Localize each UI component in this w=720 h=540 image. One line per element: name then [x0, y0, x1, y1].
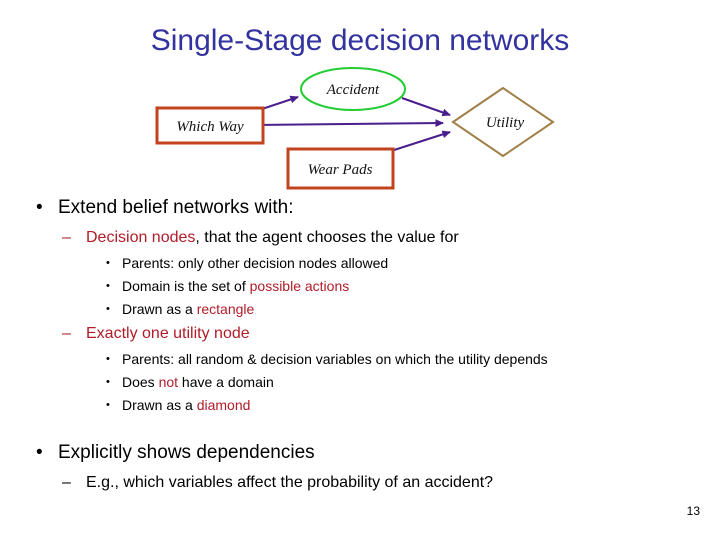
- bullet-utility-no-domain-pre: Does: [122, 374, 159, 390]
- bullet-decision-drawn-highlight: rectangle: [196, 301, 255, 317]
- bullet-decision-nodes: Decision nodes, that the agent chooses t…: [0, 226, 720, 249]
- bullet-extend-belief-networks: Extend belief networks with:: [0, 195, 720, 220]
- diagram-node-accident[interactable]: Accident: [300, 67, 406, 111]
- bullet-explicitly-shows-dependencies-text: Explicitly shows dependencies: [58, 442, 315, 463]
- which-way-label: Which Way: [176, 119, 244, 135]
- page-number: 13: [686, 504, 700, 518]
- accident-label: Accident: [326, 82, 380, 98]
- bullet-exactly-one-utility-node-text: Exactly one utility node: [86, 325, 250, 342]
- bullet-utility-parents: Parents: all random & decision variables…: [0, 349, 720, 369]
- bullet-decision-domain: Domain is the set of possible actions: [0, 276, 720, 296]
- bullet-utility-no-domain-highlight: not: [158, 374, 179, 390]
- bullet-utility-drawn: Drawn as a diamond: [0, 395, 720, 415]
- which-way-rectangle: [155, 106, 265, 145]
- bullet-extend-belief-networks-text: Extend belief networks with:: [58, 197, 294, 218]
- slide-body: Extend belief networks with: Decision no…: [0, 195, 720, 498]
- edge-group: [252, 95, 451, 152]
- bullet-decision-nodes-rest: , that the agent chooses the value for: [195, 229, 459, 246]
- bullet-utility-parents-text: Parents: all random & decision variables…: [122, 351, 548, 367]
- bullet-decision-parents: Parents: only other decision nodes allow…: [0, 253, 720, 273]
- bullet-decision-domain-pre: Domain is the set of: [122, 278, 250, 294]
- bullet-utility-drawn-pre: Drawn as a: [122, 397, 197, 413]
- bullet-decision-parents-text: Parents: only other decision nodes allow…: [122, 255, 389, 271]
- accident-ellipse: [300, 67, 406, 111]
- bullet-decision-drawn: Drawn as a rectangle: [0, 299, 720, 319]
- edge-which-way-to-utility: [252, 119, 444, 127]
- bullet-eg-which-variables-text: E.g., which variables affect the probabi…: [86, 474, 494, 491]
- slide-title: Single-Stage decision networks: [150, 24, 570, 57]
- bullet-utility-no-domain: Does not have a domain: [0, 372, 720, 392]
- decision-network-diagram: Which Way Wear Pads Accident Utility: [140, 60, 590, 200]
- bullet-utility-no-domain-post: have a domain: [178, 374, 274, 390]
- bullet-exactly-one-utility-node: Exactly one utility node: [0, 322, 720, 345]
- edge-accident-to-utility: [401, 97, 451, 117]
- diagram-node-wear-pads[interactable]: Wear Pads: [286, 147, 395, 190]
- bullet-explicitly-shows-dependencies: Explicitly shows dependencies: [0, 440, 720, 465]
- bullet-eg-which-variables: E.g., which variables affect the probabi…: [0, 471, 720, 494]
- bullet-utility-drawn-highlight: diamond: [196, 397, 251, 413]
- bullet-spacer: [0, 418, 720, 440]
- edge-wear-pads-to-utility: [390, 130, 451, 152]
- diagram-node-which-way[interactable]: Which Way: [155, 106, 265, 145]
- bullet-decision-domain-highlight: possible actions: [249, 278, 350, 294]
- bullet-decision-nodes-lead: Decision nodes: [86, 229, 196, 246]
- wear-pads-rectangle: [286, 147, 395, 190]
- bullet-decision-drawn-pre: Drawn as a: [122, 301, 197, 317]
- utility-label: Utility: [486, 115, 525, 131]
- wear-pads-label: Wear Pads: [308, 162, 373, 178]
- utility-diamond: [451, 86, 555, 158]
- diagram-node-utility[interactable]: Utility: [451, 86, 555, 158]
